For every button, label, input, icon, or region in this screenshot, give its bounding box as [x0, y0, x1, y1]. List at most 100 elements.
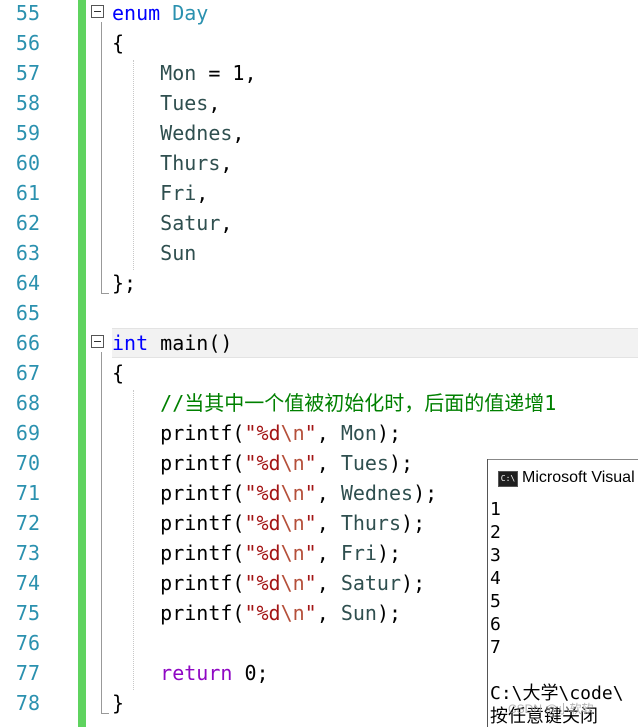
code-line[interactable]: 76 — [0, 628, 638, 658]
fold-guide-main — [101, 352, 102, 713]
code-text: printf("%d\n", Thurs); — [112, 508, 425, 538]
code-token: ); — [401, 571, 426, 595]
collapse-icon[interactable] — [91, 5, 104, 18]
code-line[interactable]: 70 printf("%d\n", Tues); — [0, 448, 638, 478]
code-line[interactable]: 57 Mon = 1, — [0, 58, 638, 88]
code-line[interactable]: 61 Fri, — [0, 178, 638, 208]
code-token: ); — [376, 601, 402, 625]
code-line[interactable]: 78} — [0, 688, 638, 718]
code-line[interactable]: 77 return 0; — [0, 658, 638, 688]
code-token: Tues — [340, 451, 389, 475]
code-token: , — [316, 481, 341, 505]
code-line[interactable]: 75 printf("%d\n", Sun); — [0, 598, 638, 628]
console-output-line: 7 — [490, 637, 501, 658]
line-number: 71 — [15, 481, 40, 505]
code-text: Tues, — [112, 88, 220, 118]
line-number: 65 — [15, 301, 40, 325]
code-token: Wednes — [112, 121, 233, 145]
console-output-line: 5 — [490, 591, 501, 612]
code-text: { — [112, 28, 124, 58]
code-token: \n — [280, 511, 305, 535]
fold-guide-main-end — [101, 713, 109, 714]
code-line[interactable]: 73 printf("%d\n", Fri); — [0, 538, 638, 568]
code-token: ); — [413, 481, 438, 505]
code-token: Satur — [340, 571, 402, 595]
code-text: enum Day — [112, 0, 208, 28]
line-number: 78 — [15, 691, 40, 715]
code-token: enum — [112, 1, 161, 25]
code-token: , — [316, 541, 341, 565]
console-output-line: 3 — [490, 545, 501, 566]
code-line[interactable]: 71 printf("%d\n", Wednes); — [0, 478, 638, 508]
fold-guide-enum-end — [101, 293, 109, 294]
code-token: , — [232, 121, 245, 145]
code-text: printf("%d\n", Fri); — [112, 538, 401, 568]
indent-guide — [133, 390, 134, 690]
line-number: 57 — [15, 61, 40, 85]
code-token: ); — [376, 421, 402, 445]
code-text: int main() — [112, 328, 232, 358]
code-token: printf( — [112, 541, 245, 565]
code-token: { — [112, 361, 125, 385]
console-output-line: 1 — [490, 499, 501, 520]
code-token: 0; — [232, 661, 269, 685]
line-number: 60 — [15, 151, 40, 175]
code-text: //当其中一个值被初始化时，后面的值递增1 — [112, 388, 556, 418]
code-token: Mon — [340, 421, 377, 445]
code-token: printf( — [112, 421, 245, 445]
line-number: 64 — [15, 271, 40, 295]
code-line[interactable]: 69 printf("%d\n", Mon); — [0, 418, 638, 448]
code-token: "%d — [244, 421, 281, 445]
line-number: 73 — [15, 541, 40, 565]
code-token: Fri — [112, 181, 197, 205]
code-line[interactable]: 63 Sun — [0, 238, 638, 268]
code-token: Tues — [112, 91, 209, 115]
code-text: return 0; — [112, 658, 269, 688]
code-text: Mon = 1, — [112, 58, 256, 88]
code-token: \n — [280, 571, 305, 595]
code-line[interactable]: 58 Tues, — [0, 88, 638, 118]
code-token: , — [208, 91, 221, 115]
code-token: Thurs — [340, 511, 402, 535]
code-line[interactable]: 62 Satur, — [0, 208, 638, 238]
console-title-bar[interactable]: C:\ Microsoft Visual — [488, 459, 638, 497]
code-text: Sun — [112, 238, 196, 268]
indent-guide — [133, 60, 134, 270]
code-token: Satur — [112, 211, 221, 235]
code-line[interactable]: 67{ — [0, 358, 638, 388]
code-line[interactable]: 65 — [0, 298, 638, 328]
code-token: , — [220, 211, 233, 235]
code-token: , — [196, 181, 209, 205]
code-token: } — [112, 691, 125, 715]
code-text: { — [112, 358, 124, 388]
console-output-line: C:\大学\code\ — [490, 683, 624, 704]
code-text: Thurs, — [112, 148, 232, 178]
code-token: printf( — [112, 511, 245, 535]
code-line[interactable]: 59 Wednes, — [0, 118, 638, 148]
change-tracking-bar — [78, 0, 86, 727]
code-text: printf("%d\n", Wednes); — [112, 478, 437, 508]
code-token: "%d — [244, 571, 281, 595]
code-token: Thurs — [112, 151, 221, 175]
collapse-icon[interactable] — [91, 335, 104, 348]
code-line[interactable]: 68 //当其中一个值被初始化时，后面的值递增1 — [0, 388, 638, 418]
code-line[interactable]: 72 printf("%d\n", Thurs); — [0, 508, 638, 538]
code-token: }; — [112, 271, 137, 295]
code-line[interactable]: 56{ — [0, 28, 638, 58]
code-text: printf("%d\n", Sun); — [112, 598, 401, 628]
code-token: return — [160, 661, 233, 685]
code-line[interactable]: 64}; — [0, 268, 638, 298]
line-number: 58 — [15, 91, 40, 115]
code-token: int — [112, 331, 149, 355]
console-output-line: 6 — [490, 614, 501, 635]
line-number: 72 — [15, 511, 40, 535]
code-token: " — [304, 451, 317, 475]
code-line[interactable]: 60 Thurs, — [0, 148, 638, 178]
code-line[interactable]: 74 printf("%d\n", Satur); — [0, 568, 638, 598]
line-number: 75 — [15, 601, 40, 625]
code-token: " — [304, 421, 317, 445]
